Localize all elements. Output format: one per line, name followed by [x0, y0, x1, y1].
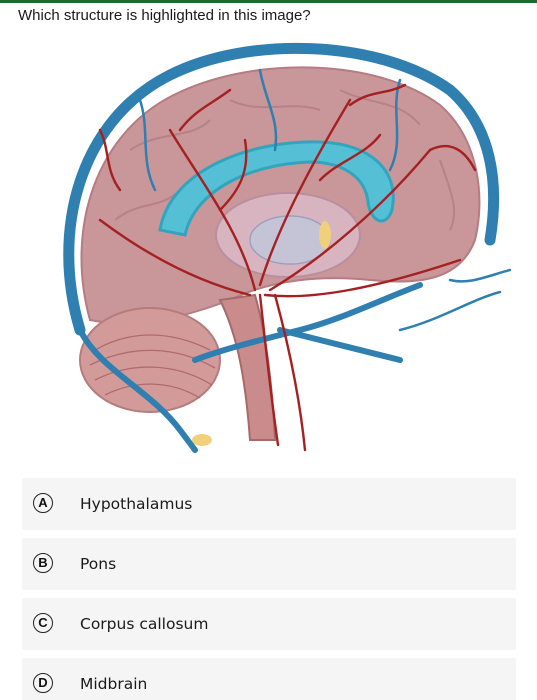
option-label: Hypothalamus [80, 495, 193, 513]
option-letter-badge: A [33, 493, 53, 513]
option-label: Pons [80, 555, 117, 573]
option-label: Corpus callosum [80, 615, 209, 633]
option-letter-badge: C [33, 613, 53, 633]
top-accent-bar [0, 0, 537, 3]
option-letter-badge: B [33, 553, 53, 573]
option-letter-badge: D [33, 673, 53, 693]
option-a[interactable]: A Hypothalamus [22, 478, 516, 530]
option-d[interactable]: D Midbrain [22, 658, 516, 700]
option-c[interactable]: C Corpus callosum [22, 598, 516, 650]
option-b[interactable]: B Pons [22, 538, 516, 590]
option-label: Midbrain [80, 675, 148, 693]
brain-illustration [20, 30, 520, 458]
question-text: Which structure is highlighted in this i… [18, 7, 311, 24]
